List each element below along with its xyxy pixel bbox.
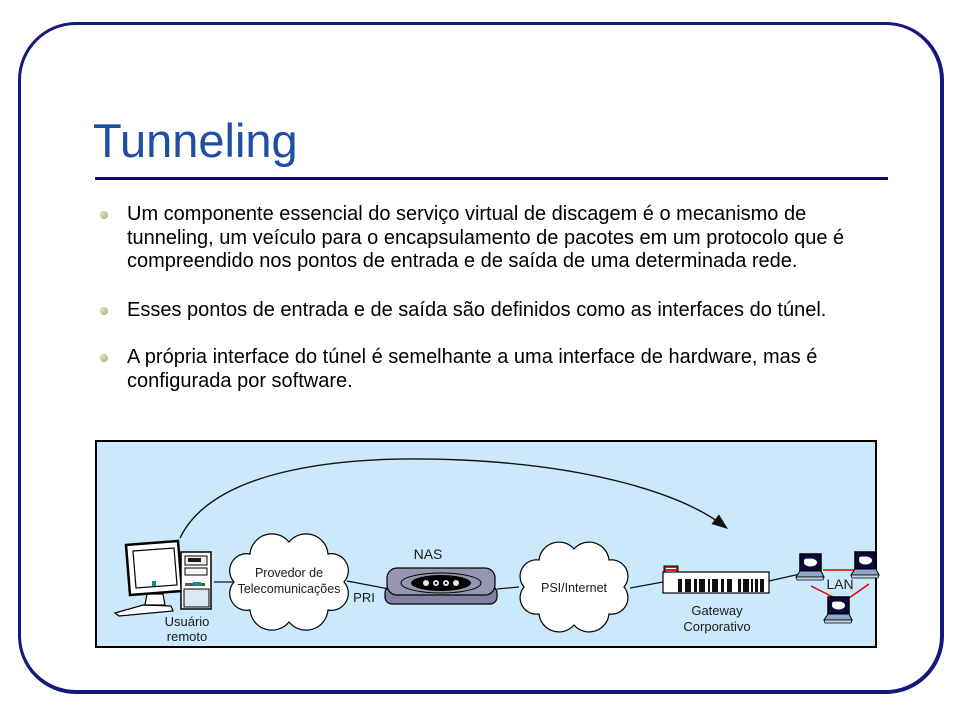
gateway-port-stripes bbox=[678, 579, 764, 592]
tunnel-arrowhead-icon bbox=[711, 514, 728, 529]
lan-computer-icon bbox=[823, 596, 853, 624]
nas-device-icon bbox=[384, 567, 498, 605]
telecom-cloud bbox=[229, 533, 349, 631]
slide-border-frame bbox=[18, 22, 944, 694]
bullet-3-line-2: configurada por software. bbox=[127, 369, 353, 392]
bullet-item-3: A própria interface do túnel é semelhant… bbox=[100, 346, 875, 393]
bullet-text-1: Um componente essencial do serviço virtu… bbox=[127, 203, 844, 274]
lan-link-line bbox=[848, 583, 870, 599]
tunnel-arrow bbox=[179, 458, 725, 539]
bullet-item-1: Um componente essencial do serviço virtu… bbox=[100, 203, 875, 274]
bullet-marker-icon bbox=[100, 354, 108, 362]
bullet-marker-icon bbox=[100, 306, 108, 315]
connection-line bbox=[496, 586, 520, 590]
bullet-text-2: Esses pontos de entrada e de saída são d… bbox=[127, 299, 826, 323]
gateway-device-icon bbox=[662, 565, 770, 594]
bullet-text-3: A própria interface do túnel é semelhant… bbox=[127, 346, 817, 393]
remote-computer-icon bbox=[113, 539, 212, 617]
internet-cloud-label: PSI/Internet bbox=[541, 581, 608, 595]
gateway-label-line2: Corporativo bbox=[683, 619, 750, 634]
network-diagram: Usuário remoto Provedor de Telecomunicaç… bbox=[95, 440, 880, 648]
remote-user-label-line2: remoto bbox=[167, 629, 207, 644]
bullet-3-line-1: A própria interface do túnel é semelhant… bbox=[127, 346, 818, 368]
telecom-cloud-label-line1: Provedor de bbox=[255, 566, 323, 580]
pri-label: PRI bbox=[353, 590, 375, 605]
telecom-cloud-label-line2: Telecomunicações bbox=[238, 582, 341, 596]
bullet-2-line-1: Esses pontos de entrada e de saída são d… bbox=[127, 298, 827, 321]
lan-link-line bbox=[810, 585, 836, 599]
lan-computer-icon bbox=[850, 551, 880, 579]
gateway-label-line1: Gateway bbox=[691, 603, 743, 618]
page-title: Tunneling bbox=[93, 114, 298, 167]
connection-line bbox=[629, 581, 664, 589]
bullet-1-line-1: Um componente essencial do serviço virtu… bbox=[127, 203, 807, 225]
title-separator-rule bbox=[95, 177, 888, 180]
connection-line bbox=[346, 580, 390, 590]
bullet-1-line-3: compreendido nos pontos de entrada e de … bbox=[127, 250, 798, 272]
internet-cloud bbox=[519, 541, 629, 633]
bullet-list: Um componente essencial do serviço virtu… bbox=[100, 203, 875, 393]
nas-label: NAS bbox=[414, 546, 443, 562]
lan-computer-icon bbox=[795, 553, 825, 581]
bullet-item-2: Esses pontos de entrada e de saída são d… bbox=[100, 299, 875, 323]
bullet-marker-icon bbox=[100, 211, 108, 219]
remote-user-label-line1: Usuário bbox=[165, 614, 210, 629]
bullet-1-line-2: tunneling, um veículo para o encapsulame… bbox=[127, 226, 845, 249]
lan-label: LAN bbox=[826, 576, 853, 592]
connection-line bbox=[768, 573, 801, 582]
